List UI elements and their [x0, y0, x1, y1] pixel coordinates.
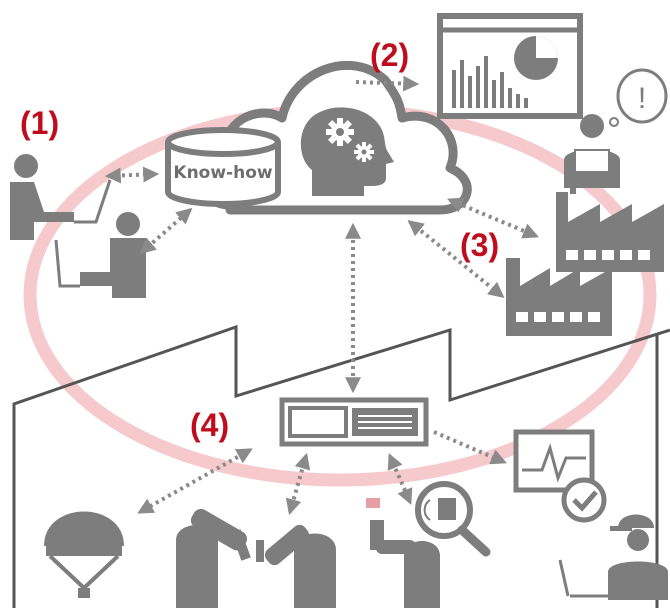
expert-person-icon: [10, 154, 112, 240]
know-how-database-icon: Know-how: [165, 127, 281, 207]
arrow-cloud-dashboard: [355, 75, 420, 92]
arrow-cloud-factory-lower: [407, 219, 505, 299]
arrow-cloud-factory-upper: [447, 197, 539, 239]
edge-controller-icon: [279, 397, 429, 447]
arrow-controller-inspection: [387, 453, 413, 505]
robot-arm-icon-3: [366, 498, 440, 608]
arrow-person-database: [104, 166, 160, 184]
bar-chart-icon: [452, 56, 528, 108]
operator-person-icon: [54, 212, 146, 298]
pie-chart-icon: [514, 36, 558, 80]
dome-sensor-icon: [44, 511, 124, 598]
inspection-magnifier-icon: [415, 481, 491, 557]
manager-person-icon: [564, 114, 620, 188]
robot-arm-icon-1: [176, 508, 251, 608]
factory-building-outline: [12, 324, 670, 608]
dashboard-monitor-icon: [437, 13, 583, 119]
marker-2: (2): [370, 37, 409, 73]
marker-4: (4): [190, 407, 229, 443]
database-label: Know-how: [173, 163, 272, 183]
arrow-operator-database: [139, 207, 193, 255]
alert-symbol: !: [638, 82, 646, 115]
marker-1: (1): [20, 105, 59, 141]
arrow-controller-monitor: [433, 430, 507, 465]
arrow-controller-dome: [137, 448, 253, 514]
monitoring-screen-icon: [513, 429, 607, 523]
head-icon: [300, 107, 394, 196]
robot-arm-icon-2: [256, 524, 336, 608]
factory-icon-lower: [506, 258, 612, 336]
marker-3: (3): [460, 227, 499, 263]
arrow-controller-robot: [285, 452, 311, 516]
connection-arrows: [104, 75, 539, 516]
factory-icon-upper: [556, 184, 664, 272]
alert-bubble-icon: !: [609, 68, 668, 127]
gear-icon: [326, 118, 374, 162]
check-circle-icon: [561, 477, 607, 523]
worker-person-icon: [558, 514, 668, 600]
